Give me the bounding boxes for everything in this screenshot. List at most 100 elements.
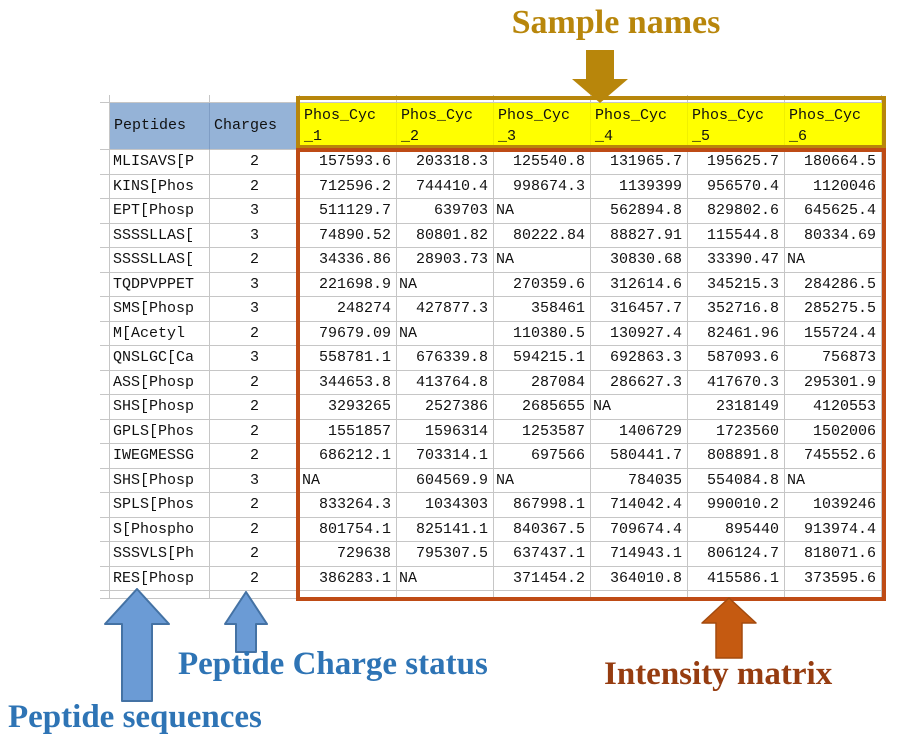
intensity-cell[interactable]: 284286.5	[785, 272, 882, 297]
intensity-cell[interactable]: 554084.8	[688, 468, 785, 493]
charge-cell[interactable]: 2	[210, 566, 300, 591]
intensity-cell[interactable]: 82461.96	[688, 321, 785, 346]
intensity-cell[interactable]: 1120046	[785, 174, 882, 199]
intensity-cell[interactable]: NA	[591, 395, 688, 420]
intensity-cell[interactable]: 729638	[300, 542, 397, 567]
intensity-cell[interactable]: 806124.7	[688, 542, 785, 567]
intensity-cell[interactable]: 358461	[494, 297, 591, 322]
column-header-sample[interactable]: Phos_Cyc_3	[494, 103, 591, 150]
charge-cell[interactable]: 3	[210, 199, 300, 224]
intensity-cell[interactable]: 74890.52	[300, 223, 397, 248]
intensity-cell[interactable]: 990010.2	[688, 493, 785, 518]
peptide-cell[interactable]: RES[Phosp	[110, 566, 210, 591]
intensity-cell[interactable]: 125540.8	[494, 150, 591, 175]
intensity-cell[interactable]: 712596.2	[300, 174, 397, 199]
intensity-cell[interactable]: NA	[397, 272, 494, 297]
intensity-cell[interactable]: 80801.82	[397, 223, 494, 248]
charge-cell[interactable]: 2	[210, 444, 300, 469]
peptide-cell[interactable]: SSSSLLAS[	[110, 223, 210, 248]
charge-cell[interactable]: 2	[210, 517, 300, 542]
intensity-cell[interactable]: 637437.1	[494, 542, 591, 567]
intensity-cell[interactable]: 270359.6	[494, 272, 591, 297]
charge-cell[interactable]: 2	[210, 493, 300, 518]
intensity-cell[interactable]: 427877.3	[397, 297, 494, 322]
intensity-cell[interactable]: 1253587	[494, 419, 591, 444]
intensity-cell[interactable]: 221698.9	[300, 272, 397, 297]
intensity-cell[interactable]: 195625.7	[688, 150, 785, 175]
intensity-cell[interactable]: 344653.8	[300, 370, 397, 395]
column-header-sample[interactable]: Phos_Cyc_4	[591, 103, 688, 150]
intensity-cell[interactable]: 285275.5	[785, 297, 882, 322]
intensity-cell[interactable]: 580441.7	[591, 444, 688, 469]
intensity-cell[interactable]: 88827.91	[591, 223, 688, 248]
intensity-cell[interactable]: 1039246	[785, 493, 882, 518]
peptide-cell[interactable]: KINS[Phos	[110, 174, 210, 199]
column-header-sample[interactable]: Phos_Cyc_2	[397, 103, 494, 150]
intensity-cell[interactable]: 1596314	[397, 419, 494, 444]
intensity-cell[interactable]: 33390.47	[688, 248, 785, 273]
intensity-cell[interactable]: 80222.84	[494, 223, 591, 248]
intensity-cell[interactable]: NA	[785, 248, 882, 273]
column-header-charges[interactable]: Charges	[210, 103, 300, 150]
intensity-cell[interactable]: 795307.5	[397, 542, 494, 567]
intensity-cell[interactable]: 316457.7	[591, 297, 688, 322]
peptide-cell[interactable]: SHS[Phosp	[110, 395, 210, 420]
peptide-cell[interactable]: IWEGMESSG	[110, 444, 210, 469]
intensity-cell[interactable]: NA	[494, 248, 591, 273]
intensity-cell[interactable]: 840367.5	[494, 517, 591, 542]
intensity-cell[interactable]: 157593.6	[300, 150, 397, 175]
charge-cell[interactable]: 2	[210, 419, 300, 444]
peptide-cell[interactable]: M[Acetyl	[110, 321, 210, 346]
peptide-cell[interactable]: EPT[Phosp	[110, 199, 210, 224]
intensity-cell[interactable]: 558781.1	[300, 346, 397, 371]
intensity-cell[interactable]: 130927.4	[591, 321, 688, 346]
intensity-cell[interactable]: 115544.8	[688, 223, 785, 248]
peptide-cell[interactable]: SMS[Phosp	[110, 297, 210, 322]
intensity-cell[interactable]: 2685655	[494, 395, 591, 420]
charge-cell[interactable]: 2	[210, 174, 300, 199]
peptide-cell[interactable]: SSSSLLAS[	[110, 248, 210, 273]
intensity-cell[interactable]: 895440	[688, 517, 785, 542]
column-header-sample[interactable]: Phos_Cyc_6	[785, 103, 882, 150]
charge-cell[interactable]: 3	[210, 297, 300, 322]
intensity-cell[interactable]: 745552.6	[785, 444, 882, 469]
intensity-cell[interactable]: 594215.1	[494, 346, 591, 371]
intensity-cell[interactable]: 79679.09	[300, 321, 397, 346]
charge-cell[interactable]: 2	[210, 150, 300, 175]
peptide-cell[interactable]: GPLS[Phos	[110, 419, 210, 444]
intensity-cell[interactable]: NA	[397, 321, 494, 346]
intensity-cell[interactable]: 364010.8	[591, 566, 688, 591]
intensity-cell[interactable]: NA	[300, 468, 397, 493]
charge-cell[interactable]: 3	[210, 346, 300, 371]
intensity-cell[interactable]: 604569.9	[397, 468, 494, 493]
intensity-cell[interactable]: 180664.5	[785, 150, 882, 175]
intensity-cell[interactable]: 3293265	[300, 395, 397, 420]
intensity-cell[interactable]: NA	[785, 468, 882, 493]
intensity-cell[interactable]: 913974.4	[785, 517, 882, 542]
charge-cell[interactable]: 2	[210, 395, 300, 420]
intensity-cell[interactable]: 998674.3	[494, 174, 591, 199]
intensity-cell[interactable]: 1034303	[397, 493, 494, 518]
intensity-cell[interactable]: NA	[397, 566, 494, 591]
charge-cell[interactable]: 3	[210, 223, 300, 248]
intensity-cell[interactable]: 80334.69	[785, 223, 882, 248]
intensity-cell[interactable]: 1551857	[300, 419, 397, 444]
column-header-sample[interactable]: Phos_Cyc_1	[300, 103, 397, 150]
intensity-cell[interactable]: 692863.3	[591, 346, 688, 371]
peptide-cell[interactable]: SPLS[Phos	[110, 493, 210, 518]
charge-cell[interactable]: 2	[210, 248, 300, 273]
intensity-cell[interactable]: 714943.1	[591, 542, 688, 567]
intensity-cell[interactable]: 286627.3	[591, 370, 688, 395]
intensity-cell[interactable]: 30830.68	[591, 248, 688, 273]
intensity-cell[interactable]: 818071.6	[785, 542, 882, 567]
intensity-cell[interactable]: 697566	[494, 444, 591, 469]
intensity-cell[interactable]: 155724.4	[785, 321, 882, 346]
peptide-cell[interactable]: SSSVLS[Ph	[110, 542, 210, 567]
intensity-cell[interactable]: 2527386	[397, 395, 494, 420]
intensity-cell[interactable]: 371454.2	[494, 566, 591, 591]
peptide-cell[interactable]: SHS[Phosp	[110, 468, 210, 493]
intensity-cell[interactable]: 1723560	[688, 419, 785, 444]
peptide-cell[interactable]: ASS[Phosp	[110, 370, 210, 395]
peptide-cell[interactable]: TQDPVPPET	[110, 272, 210, 297]
intensity-cell[interactable]: 373595.6	[785, 566, 882, 591]
